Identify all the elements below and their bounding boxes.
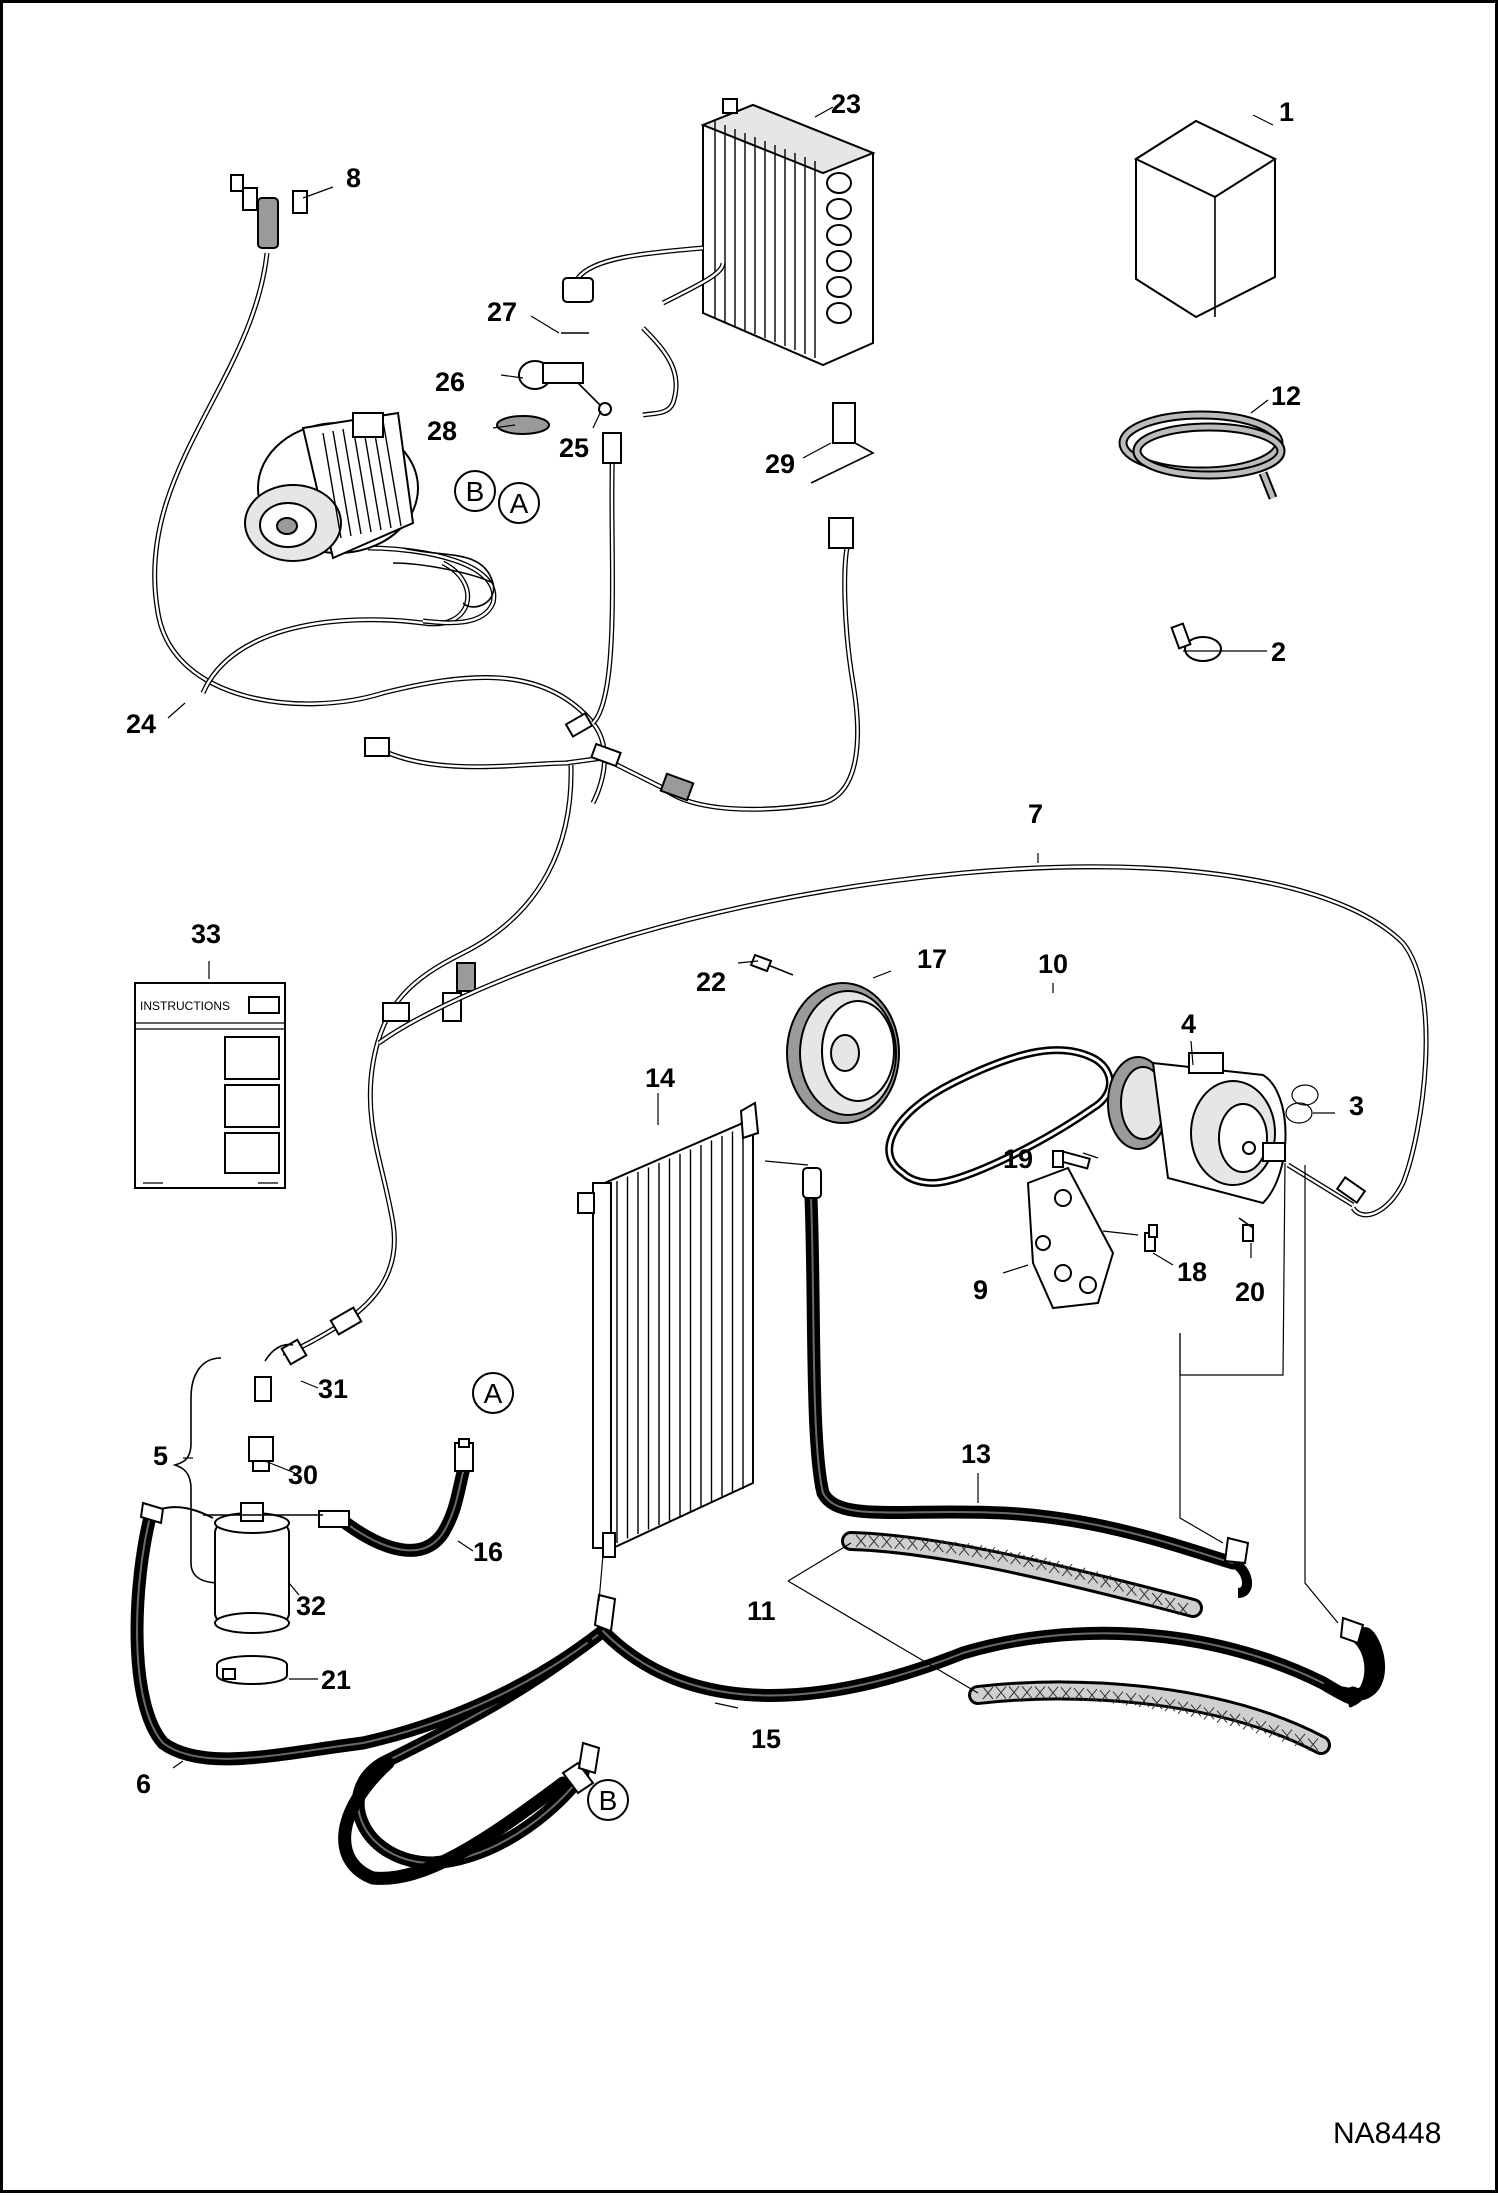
callout-20: 20 (1235, 1277, 1265, 1307)
part-24-harness (152, 174, 861, 1356)
callout-33: 33 (191, 919, 221, 949)
callout-24: 24 (126, 709, 156, 739)
callout-22: 22 (696, 967, 726, 997)
callout-6: 6 (136, 1769, 151, 1799)
bolts (1052, 1150, 1254, 1252)
part-1-box (1133, 119, 1278, 319)
callout-19: 19 (1003, 1144, 1033, 1174)
callout-2: 2 (1271, 637, 1286, 667)
callout-numbers: 1 2 3 4 5 6 7 8 9 10 11 12 13 14 15 16 1… (126, 89, 1364, 1799)
callout-28: 28 (427, 416, 457, 446)
callout-32: 32 (296, 1591, 326, 1621)
part-11-sleeves (841, 1531, 1331, 1755)
callout-26: 26 (435, 367, 465, 397)
switch-assembly (496, 277, 612, 435)
reference-marker-b-bottom: B (587, 1779, 629, 1821)
instructions-label: INSTRUCTIONS (140, 999, 230, 1013)
reference-marker-a-mid: A (472, 1372, 514, 1414)
part-29-sensor (810, 402, 875, 484)
part-5-receiver-dryer (172, 1338, 323, 1685)
hoses (130, 1167, 1385, 1885)
callout-12: 12 (1271, 381, 1301, 411)
part-17-pulley (749, 953, 900, 1124)
callout-14: 14 (645, 1063, 675, 1093)
svg-text:A: A (510, 488, 529, 519)
callout-8: 8 (346, 163, 361, 193)
part-9-bracket (1026, 1166, 1115, 1310)
drawing-id: NA8448 (1333, 2117, 1441, 2150)
part-14-condenser (577, 1101, 760, 1558)
part-7-wire (377, 864, 1429, 1218)
parts-diagram: B A A B (126, 89, 1441, 2150)
blower-motor (244, 411, 495, 608)
callout-23: 23 (831, 89, 861, 119)
callout-9: 9 (973, 1275, 988, 1305)
callout-10: 10 (1038, 949, 1068, 979)
reference-marker-a-top: A (498, 482, 540, 524)
callout-16: 16 (473, 1537, 503, 1567)
callout-30: 30 (288, 1460, 318, 1490)
callout-1: 1 (1279, 97, 1294, 127)
svg-text:B: B (599, 1785, 618, 1816)
part-3-ring (1285, 1084, 1319, 1124)
callout-25: 25 (559, 433, 589, 463)
callout-7: 7 (1028, 799, 1043, 829)
part-2-clamp (1170, 622, 1222, 662)
part-33-instructions (134, 982, 286, 1189)
reference-marker-b-top: B (454, 470, 496, 512)
callout-4: 4 (1181, 1009, 1196, 1039)
callout-31: 31 (318, 1374, 348, 1404)
svg-text:B: B (466, 476, 485, 507)
callout-3: 3 (1349, 1091, 1364, 1121)
part-23-evaporator (700, 98, 876, 367)
part-12-coiled-tube (1118, 410, 1286, 500)
leader-lines (167, 106, 1339, 1769)
callout-5: 5 (153, 1441, 168, 1471)
part-10-belt (885, 1046, 1114, 1188)
callout-29: 29 (765, 449, 795, 479)
callout-11: 11 (747, 1596, 776, 1626)
callout-18: 18 (1177, 1257, 1207, 1287)
callout-21: 21 (321, 1665, 351, 1695)
part-4-compressor (1107, 1052, 1287, 1205)
callout-27: 27 (487, 297, 517, 327)
callout-13: 13 (961, 1439, 991, 1469)
callout-15: 15 (751, 1724, 781, 1754)
svg-text:A: A (484, 1378, 503, 1409)
callout-17: 17 (917, 944, 947, 974)
